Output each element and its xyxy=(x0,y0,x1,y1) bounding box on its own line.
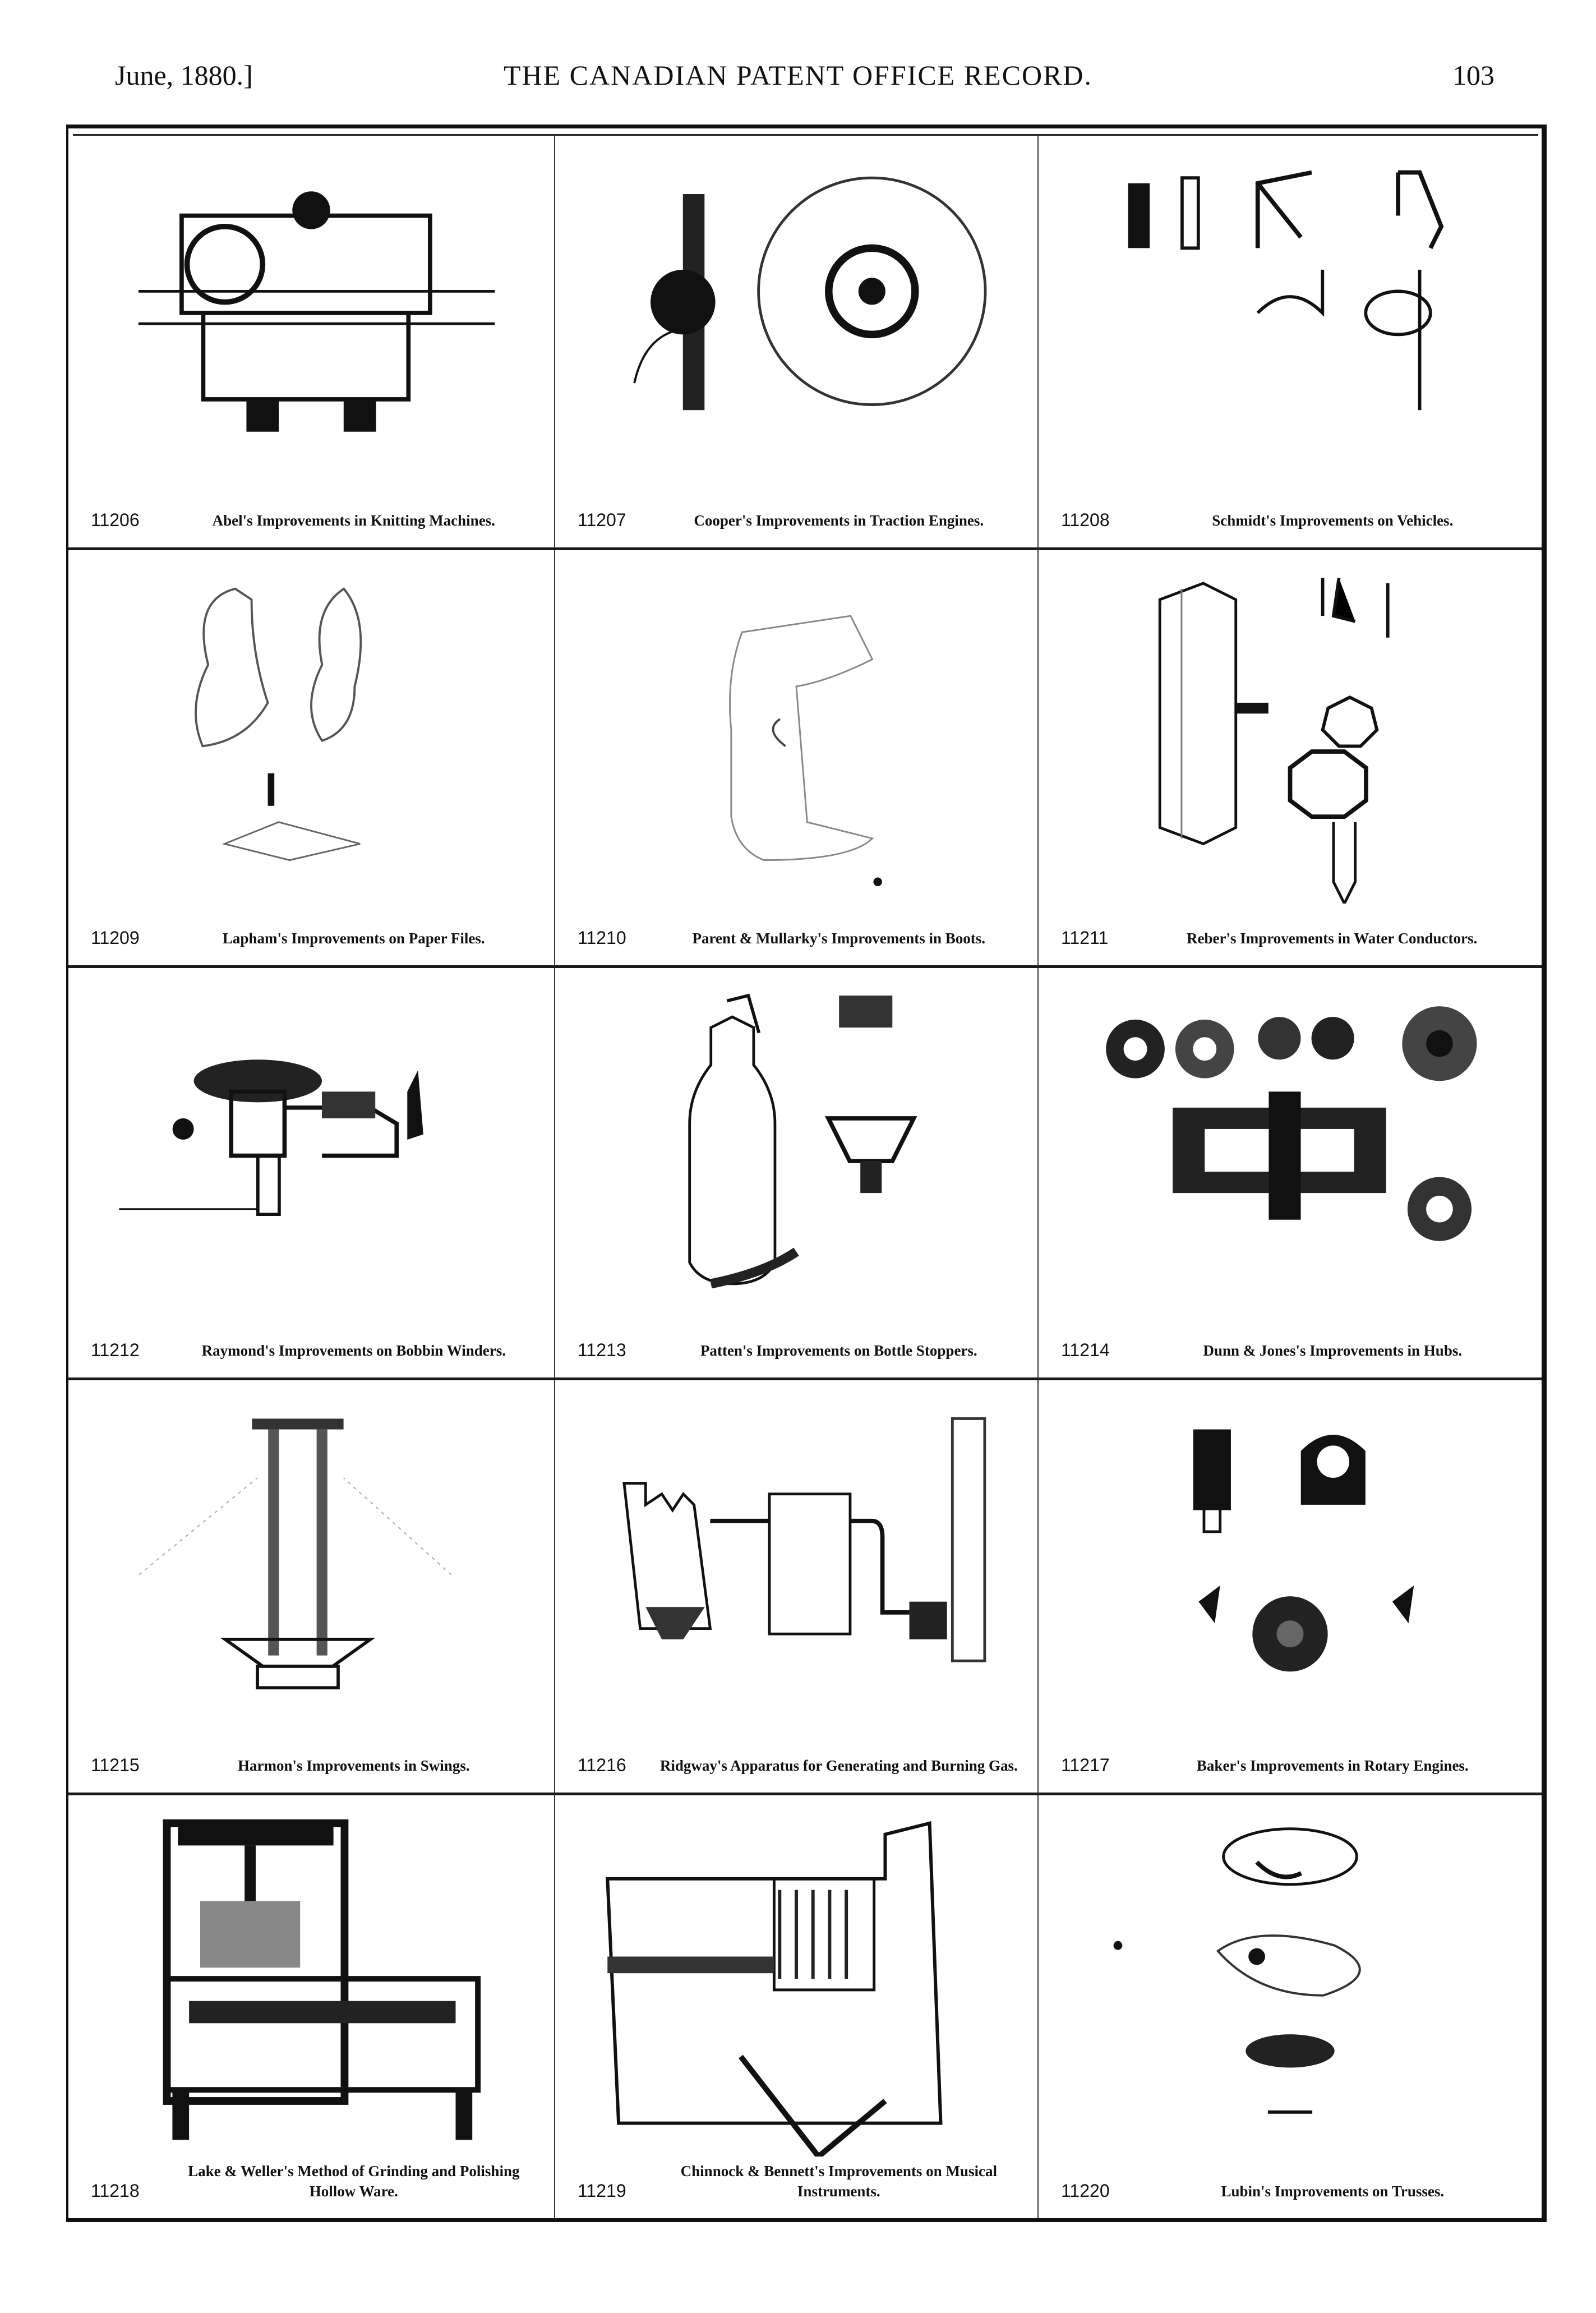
patent-caption: 11213 Patten's Improvements on Bottle Sto… xyxy=(578,1340,1026,1361)
patent-title: Cooper's Improvements in Traction Engine… xyxy=(694,512,984,529)
patent-title: Abel's Improvements in Knitting Machines… xyxy=(212,512,495,529)
patent-title: Lake & Weller's Method of Grinding and P… xyxy=(188,2163,520,2200)
patent-title: Patten's Improvements on Bottle Stoppers… xyxy=(700,1342,977,1359)
patent-drawing xyxy=(589,1397,1004,1731)
patent-cell: 11213 Patten's Improvements on Bottle Sto… xyxy=(555,968,1039,1380)
patent-number: 11208 xyxy=(1061,510,1110,530)
patent-drawing xyxy=(102,985,520,1316)
patent-cell: 11209 Lapham's Improvements on Paper File… xyxy=(68,550,555,968)
patent-title: Parent & Mullarky's Improvements in Boot… xyxy=(692,930,986,947)
patent-cell: 11216 Ridgway's Apparatus for Generating … xyxy=(555,1380,1039,1795)
patent-drawing xyxy=(102,1397,520,1731)
patent-number: 11207 xyxy=(578,510,626,530)
patent-title: Reber's Improvements in Water Conductors… xyxy=(1187,930,1478,947)
patent-number: 11218 xyxy=(91,2181,140,2201)
patent-plate-frame: 11206 Abel's Improvements in Knitting Mac… xyxy=(66,125,1547,2222)
patent-cell: 11215 Harmon's Improvements in Swings. xyxy=(68,1380,555,1795)
patent-cell: 11206 Abel's Improvements in Knitting Mac… xyxy=(68,134,555,550)
patent-cell: 11219 Chinnock & Bennett's Improvements o… xyxy=(555,1795,1039,2218)
patent-drawing xyxy=(1072,567,1508,907)
page-title: THE CANADIAN PATENT OFFICE RECORD. xyxy=(503,59,1093,91)
patent-number: 11216 xyxy=(578,1755,626,1775)
patent-drawing xyxy=(589,151,1004,486)
patent-title: Dunn & Jones's Improvements in Hubs. xyxy=(1203,1342,1463,1359)
patent-drawing xyxy=(589,567,1004,904)
patent-drawing xyxy=(1072,1397,1508,1731)
patent-number: 11211 xyxy=(1061,928,1109,948)
patent-cell: 11210 Parent & Mullarky's Improvements in… xyxy=(555,550,1039,968)
patent-grid: 11206 Abel's Improvements in Knitting Mac… xyxy=(68,134,1542,2218)
patent-caption: 11219 Chinnock & Bennett's Improvements o… xyxy=(578,2161,1026,2201)
patent-caption: 11209 Lapham's Improvements on Paper File… xyxy=(91,928,543,948)
patent-caption: 11215 Harmon's Improvements in Swings. xyxy=(91,1755,543,1776)
patent-title: Chinnock & Bennett's Improvements on Mus… xyxy=(680,2163,997,2200)
patent-number: 11217 xyxy=(1061,1755,1110,1775)
patent-title: Harmon's Improvements in Swings. xyxy=(238,1757,470,1774)
patent-title: Raymond's Improvements on Bobbin Winders… xyxy=(201,1342,506,1359)
patent-caption: 11217 Baker's Improvements in Rotary Engi… xyxy=(1061,1755,1530,1776)
patent-drawing xyxy=(589,985,1004,1316)
patent-number: 11215 xyxy=(91,1755,140,1775)
page-number: 103 xyxy=(1452,59,1494,91)
patent-drawing xyxy=(589,1812,1004,2173)
patent-caption: 11218 Lake & Weller's Method of Grinding … xyxy=(91,2161,543,2201)
patent-number: 11209 xyxy=(91,928,140,948)
patent-drawing xyxy=(102,151,520,486)
patent-caption: 11206 Abel's Improvements in Knitting Mac… xyxy=(91,510,543,531)
patent-number: 11220 xyxy=(1061,2181,1110,2201)
inner-rule xyxy=(73,134,1538,2215)
patent-caption: 11214 Dunn & Jones's Improvements in Hubs… xyxy=(1061,1340,1530,1361)
header-date: June, 1880.] xyxy=(115,59,253,91)
patent-caption: 11210 Parent & Mullarky's Improvements in… xyxy=(578,928,1026,948)
patent-drawing xyxy=(1072,151,1508,486)
patent-caption: 11208 Schmidt's Improvements on Vehicles. xyxy=(1061,510,1530,531)
patent-number: 11210 xyxy=(578,928,626,948)
patent-title: Baker's Improvements in Rotary Engines. xyxy=(1196,1757,1469,1774)
patent-drawing xyxy=(1072,985,1508,1316)
patent-cell: 11214 Dunn & Jones's Improvements in Hubs… xyxy=(1039,968,1542,1380)
patent-number: 11213 xyxy=(578,1340,626,1360)
patent-drawing xyxy=(102,567,520,904)
patent-title: Ridgway's Apparatus for Generating and B… xyxy=(659,1757,1018,1774)
patent-caption: 11212 Raymond's Improvements on Bobbin Wi… xyxy=(91,1340,543,1361)
patent-cell: 11217 Baker's Improvements in Rotary Engi… xyxy=(1039,1380,1542,1795)
patent-cell: 11212 Raymond's Improvements on Bobbin Wi… xyxy=(68,968,555,1380)
patent-number: 11219 xyxy=(578,2181,626,2201)
patent-title: Lubin's Improvements on Trusses. xyxy=(1221,2183,1445,2200)
patent-title: Schmidt's Improvements on Vehicles. xyxy=(1212,512,1454,529)
patent-cell: 11211 Reber's Improvements in Water Condu… xyxy=(1039,550,1542,968)
patent-drawing xyxy=(102,1812,520,2157)
patent-cell: 11218 Lake & Weller's Method of Grinding … xyxy=(68,1795,555,2218)
patent-caption: 11220 Lubin's Improvements on Trusses. xyxy=(1061,2181,1530,2201)
patent-drawing xyxy=(1072,1812,1508,2157)
patent-cell: 11208 Schmidt's Improvements on Vehicles. xyxy=(1039,134,1542,550)
patent-cell: 11220 Lubin's Improvements on Trusses. xyxy=(1039,1795,1542,2218)
patent-caption: 11207 Cooper's Improvements in Traction E… xyxy=(578,510,1026,531)
patent-caption: 11211 Reber's Improvements in Water Condu… xyxy=(1061,928,1530,948)
patent-cell: 11207 Cooper's Improvements in Traction E… xyxy=(555,134,1039,550)
patent-number: 11206 xyxy=(91,510,140,530)
patent-number: 11214 xyxy=(1061,1340,1110,1360)
patent-number: 11212 xyxy=(91,1340,140,1360)
patent-caption: 11216 Ridgway's Apparatus for Generating … xyxy=(578,1755,1026,1776)
patent-title: Lapham's Improvements on Paper Files. xyxy=(222,930,485,947)
